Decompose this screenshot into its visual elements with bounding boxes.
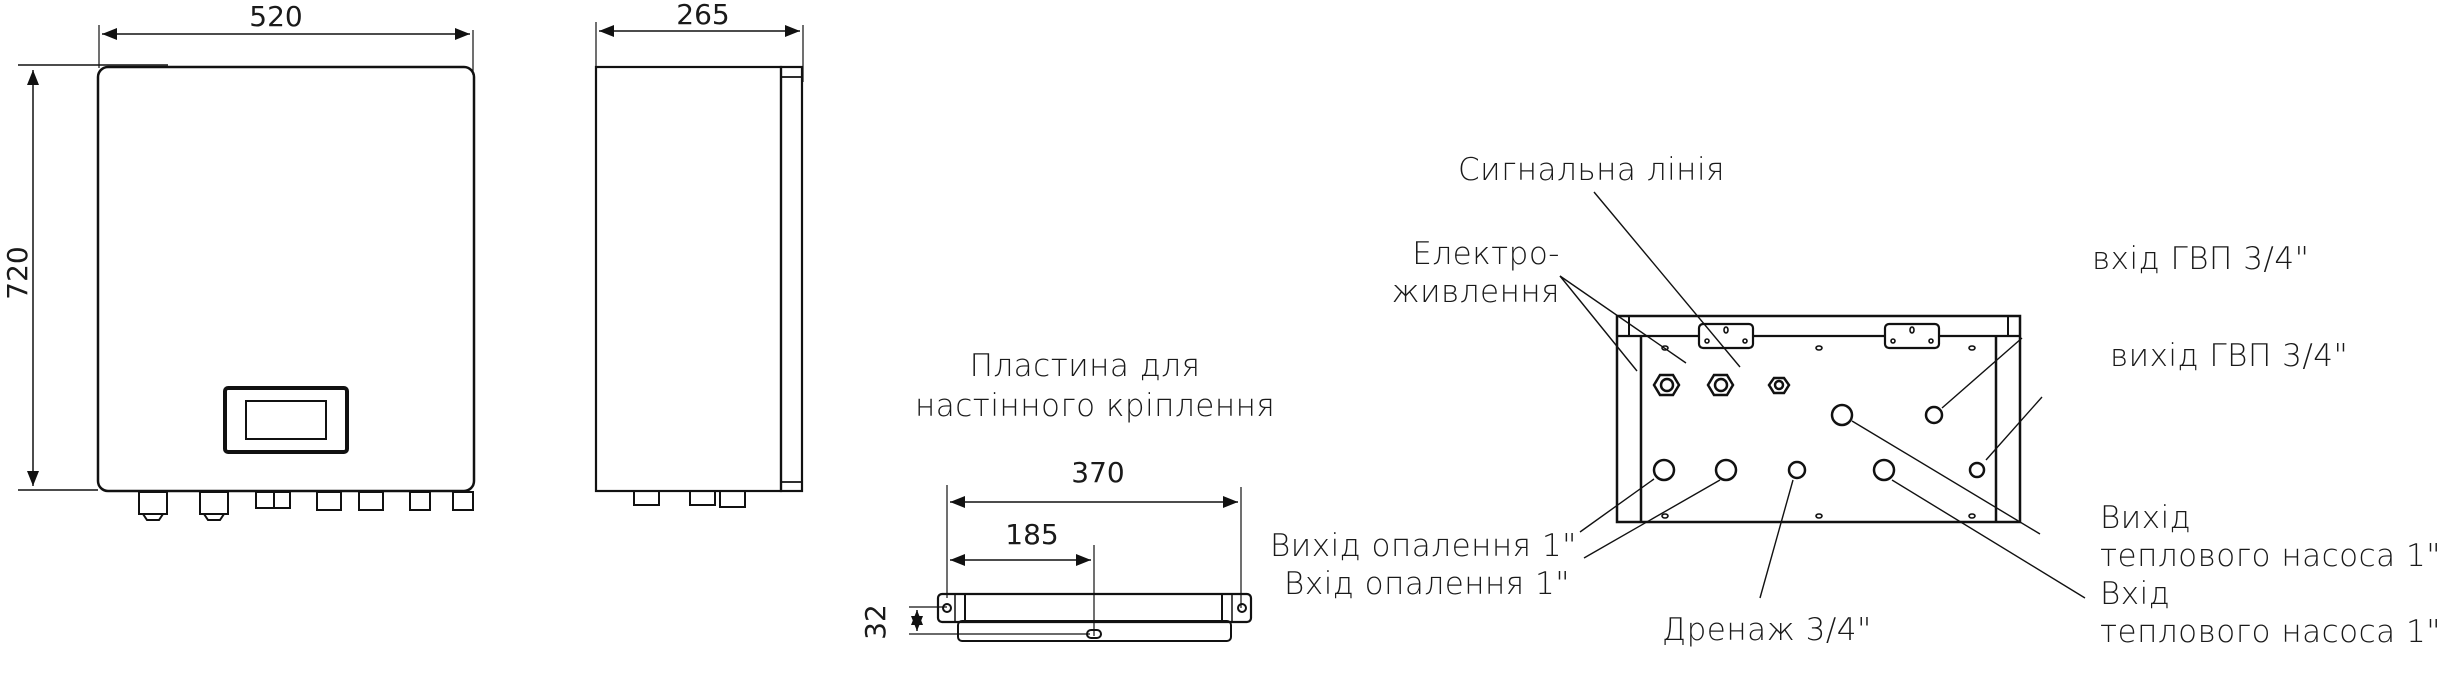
heating-inlet-label: Вхід опалення 1" bbox=[1284, 566, 1570, 602]
plate-width-dimension: 370 bbox=[1071, 456, 1125, 489]
side-view bbox=[594, 22, 804, 508]
front-height-dimension: 720 bbox=[1, 246, 34, 300]
dhw-outlet-label: вихід ГВП 3/4" bbox=[2110, 338, 2349, 374]
heat-pump-inlet-label-line2: теплового насоса 1" bbox=[2100, 614, 2441, 650]
heat-pump-inlet-label-line1: Вхід bbox=[2100, 576, 2171, 612]
mounting-plate-title-line1: Пластина для bbox=[969, 348, 1201, 384]
heat-pump-outlet-label-line2: теплового насоса 1" bbox=[2100, 538, 2441, 574]
dhw-inlet-label: вхід ГВП 3/4" bbox=[2092, 241, 2310, 277]
front-view bbox=[18, 25, 476, 521]
connections-drawing bbox=[1559, 191, 2086, 599]
plate-half-width-dimension: 185 bbox=[1005, 518, 1059, 551]
mounting-plate-drawing bbox=[909, 485, 1253, 642]
front-width-dimension: 520 bbox=[249, 0, 303, 33]
power-supply-label-line2: живлення bbox=[1391, 274, 1560, 310]
signal-line-label: Сигнальна лінія bbox=[1458, 152, 1725, 188]
drain-label: Дренаж 3/4" bbox=[1662, 612, 1872, 648]
mounting-plate-title-line2: настінного кріплення bbox=[915, 388, 1276, 424]
heat-pump-outlet-label-line1: Вихід bbox=[2100, 500, 2192, 536]
power-supply-label-line1: Електро- bbox=[1412, 236, 1560, 272]
side-depth-dimension: 265 bbox=[676, 0, 730, 31]
heating-outlet-label: Вихід опалення 1" bbox=[1270, 528, 1577, 564]
plate-height-dimension: 32 bbox=[859, 604, 892, 640]
